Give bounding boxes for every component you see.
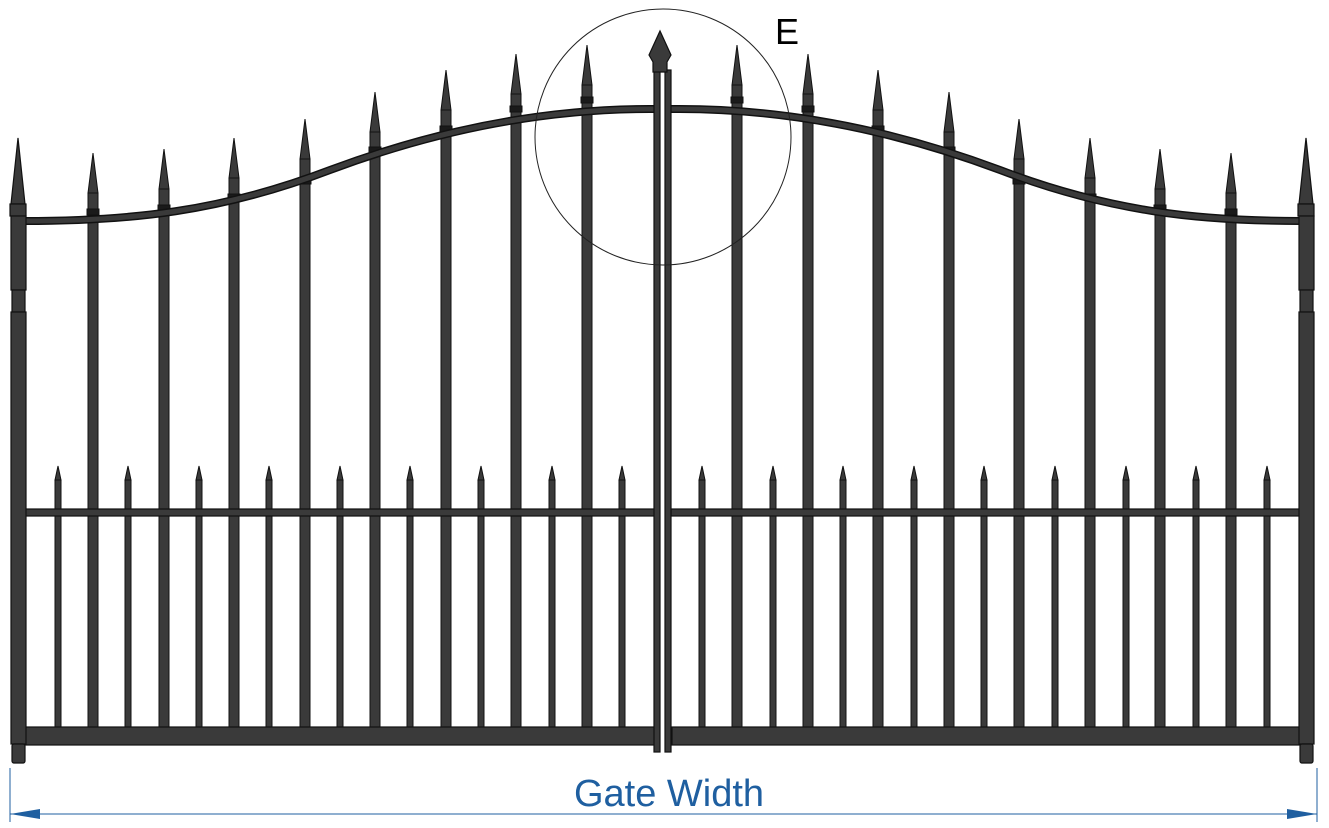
tall-picket: [871, 69, 885, 729]
short-pickets: [54, 465, 1271, 729]
gate-width-dimension: Gate Width: [9, 768, 1318, 822]
arched-top-rail: [23, 104, 1302, 225]
center-finial: [648, 29, 672, 73]
short-picket: [548, 465, 556, 729]
tall-picket: [368, 91, 382, 729]
bottom-rail: [21, 726, 1303, 746]
detail-callout-circle: [534, 8, 792, 266]
tall-picket: [942, 91, 956, 729]
mid-rail: [23, 508, 1302, 517]
short-picket: [839, 465, 847, 729]
dimension-label: Gate Width: [574, 773, 764, 815]
tall-picket: [801, 53, 815, 729]
detail-callout-label: E: [775, 11, 799, 52]
tall-picket: [580, 44, 594, 729]
short-picket: [769, 465, 777, 729]
tall-picket: [1224, 152, 1238, 729]
short-picket: [1122, 465, 1130, 729]
detail-callout: E: [534, 8, 799, 266]
center-stiles: [648, 29, 672, 753]
short-picket: [1192, 465, 1200, 729]
short-picket: [265, 465, 273, 729]
tall-picket: [1012, 118, 1026, 729]
left-post: [9, 137, 27, 764]
short-picket: [124, 465, 132, 729]
short-picket: [477, 465, 485, 729]
tall-picket: [1083, 137, 1097, 729]
short-picket: [698, 465, 706, 729]
tall-picket: [227, 137, 241, 729]
tall-picket: [86, 152, 100, 729]
tall-picket: [509, 53, 523, 729]
right-post: [1297, 137, 1315, 764]
tall-pickets: [86, 44, 1238, 729]
tall-picket: [157, 148, 171, 729]
tall-picket: [1153, 148, 1167, 729]
tall-picket: [730, 44, 744, 729]
dimension-arrow-left: [10, 809, 40, 819]
short-picket: [1051, 465, 1059, 729]
short-picket: [618, 465, 626, 729]
short-picket: [336, 465, 344, 729]
dimension-arrow-right: [1287, 809, 1317, 819]
short-picket: [406, 465, 414, 729]
short-picket: [980, 465, 988, 729]
short-picket: [195, 465, 203, 729]
tall-picket: [439, 69, 453, 729]
tall-picket: [298, 118, 312, 729]
short-picket: [1263, 465, 1271, 729]
short-picket: [54, 465, 62, 729]
short-picket: [910, 465, 918, 729]
